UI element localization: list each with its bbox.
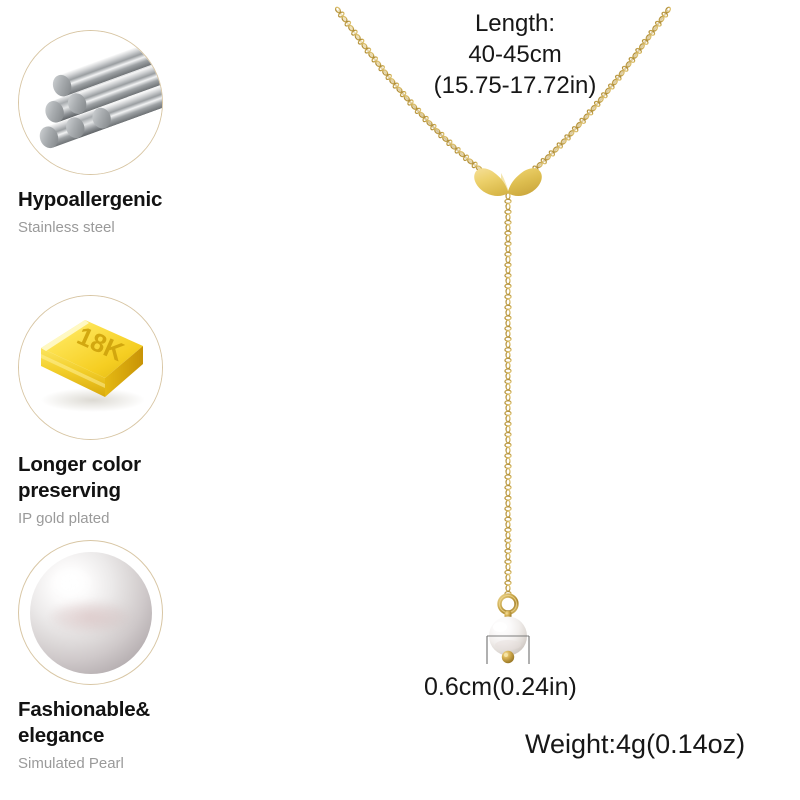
feature-title: Longer color preserving [18, 453, 141, 503]
pearl-highlight-icon [50, 567, 93, 600]
feature-title: Fashionable& elegance [18, 698, 151, 748]
chain-drop [504, 192, 512, 597]
feature-badge-circle [18, 540, 163, 685]
pearl-drop [489, 616, 527, 664]
pendant-size-annotation: 0.6cm(0.24in) [424, 673, 577, 701]
feature-subtitle: Stainless steel [18, 219, 115, 237]
gold-bar-18k-icon: 18K [19, 296, 162, 439]
pearl-icon [30, 552, 152, 674]
feature-badge-circle: 18K [18, 295, 163, 440]
feature-subtitle: Simulated Pearl [18, 755, 124, 773]
pendant-size-measure-bracket [486, 635, 530, 664]
jump-ring-icon [497, 593, 519, 619]
butterfly-pendant-icon [474, 168, 542, 196]
feature-hypoallergenic: Hypoallergenic Stainless steel [18, 30, 248, 238]
length-annotation: Length: 40-45cm (15.75-17.72in) [433, 10, 597, 100]
weight-annotation: Weight:4g(0.14oz) [525, 729, 746, 759]
badge-clip: 18K [19, 296, 162, 439]
feature-subtitle: IP gold plated [18, 510, 110, 528]
feature-fashionable-elegance: Fashionable& elegance Simulated Pearl [18, 540, 248, 774]
feature-badge-circle [18, 30, 163, 175]
feature-longer-color-preserving: 18K Longer color preserving IP gold plat… [18, 295, 248, 529]
badge-clip [19, 31, 162, 174]
steel-rods-icon [19, 31, 162, 174]
feature-title: Hypoallergenic [18, 188, 163, 211]
